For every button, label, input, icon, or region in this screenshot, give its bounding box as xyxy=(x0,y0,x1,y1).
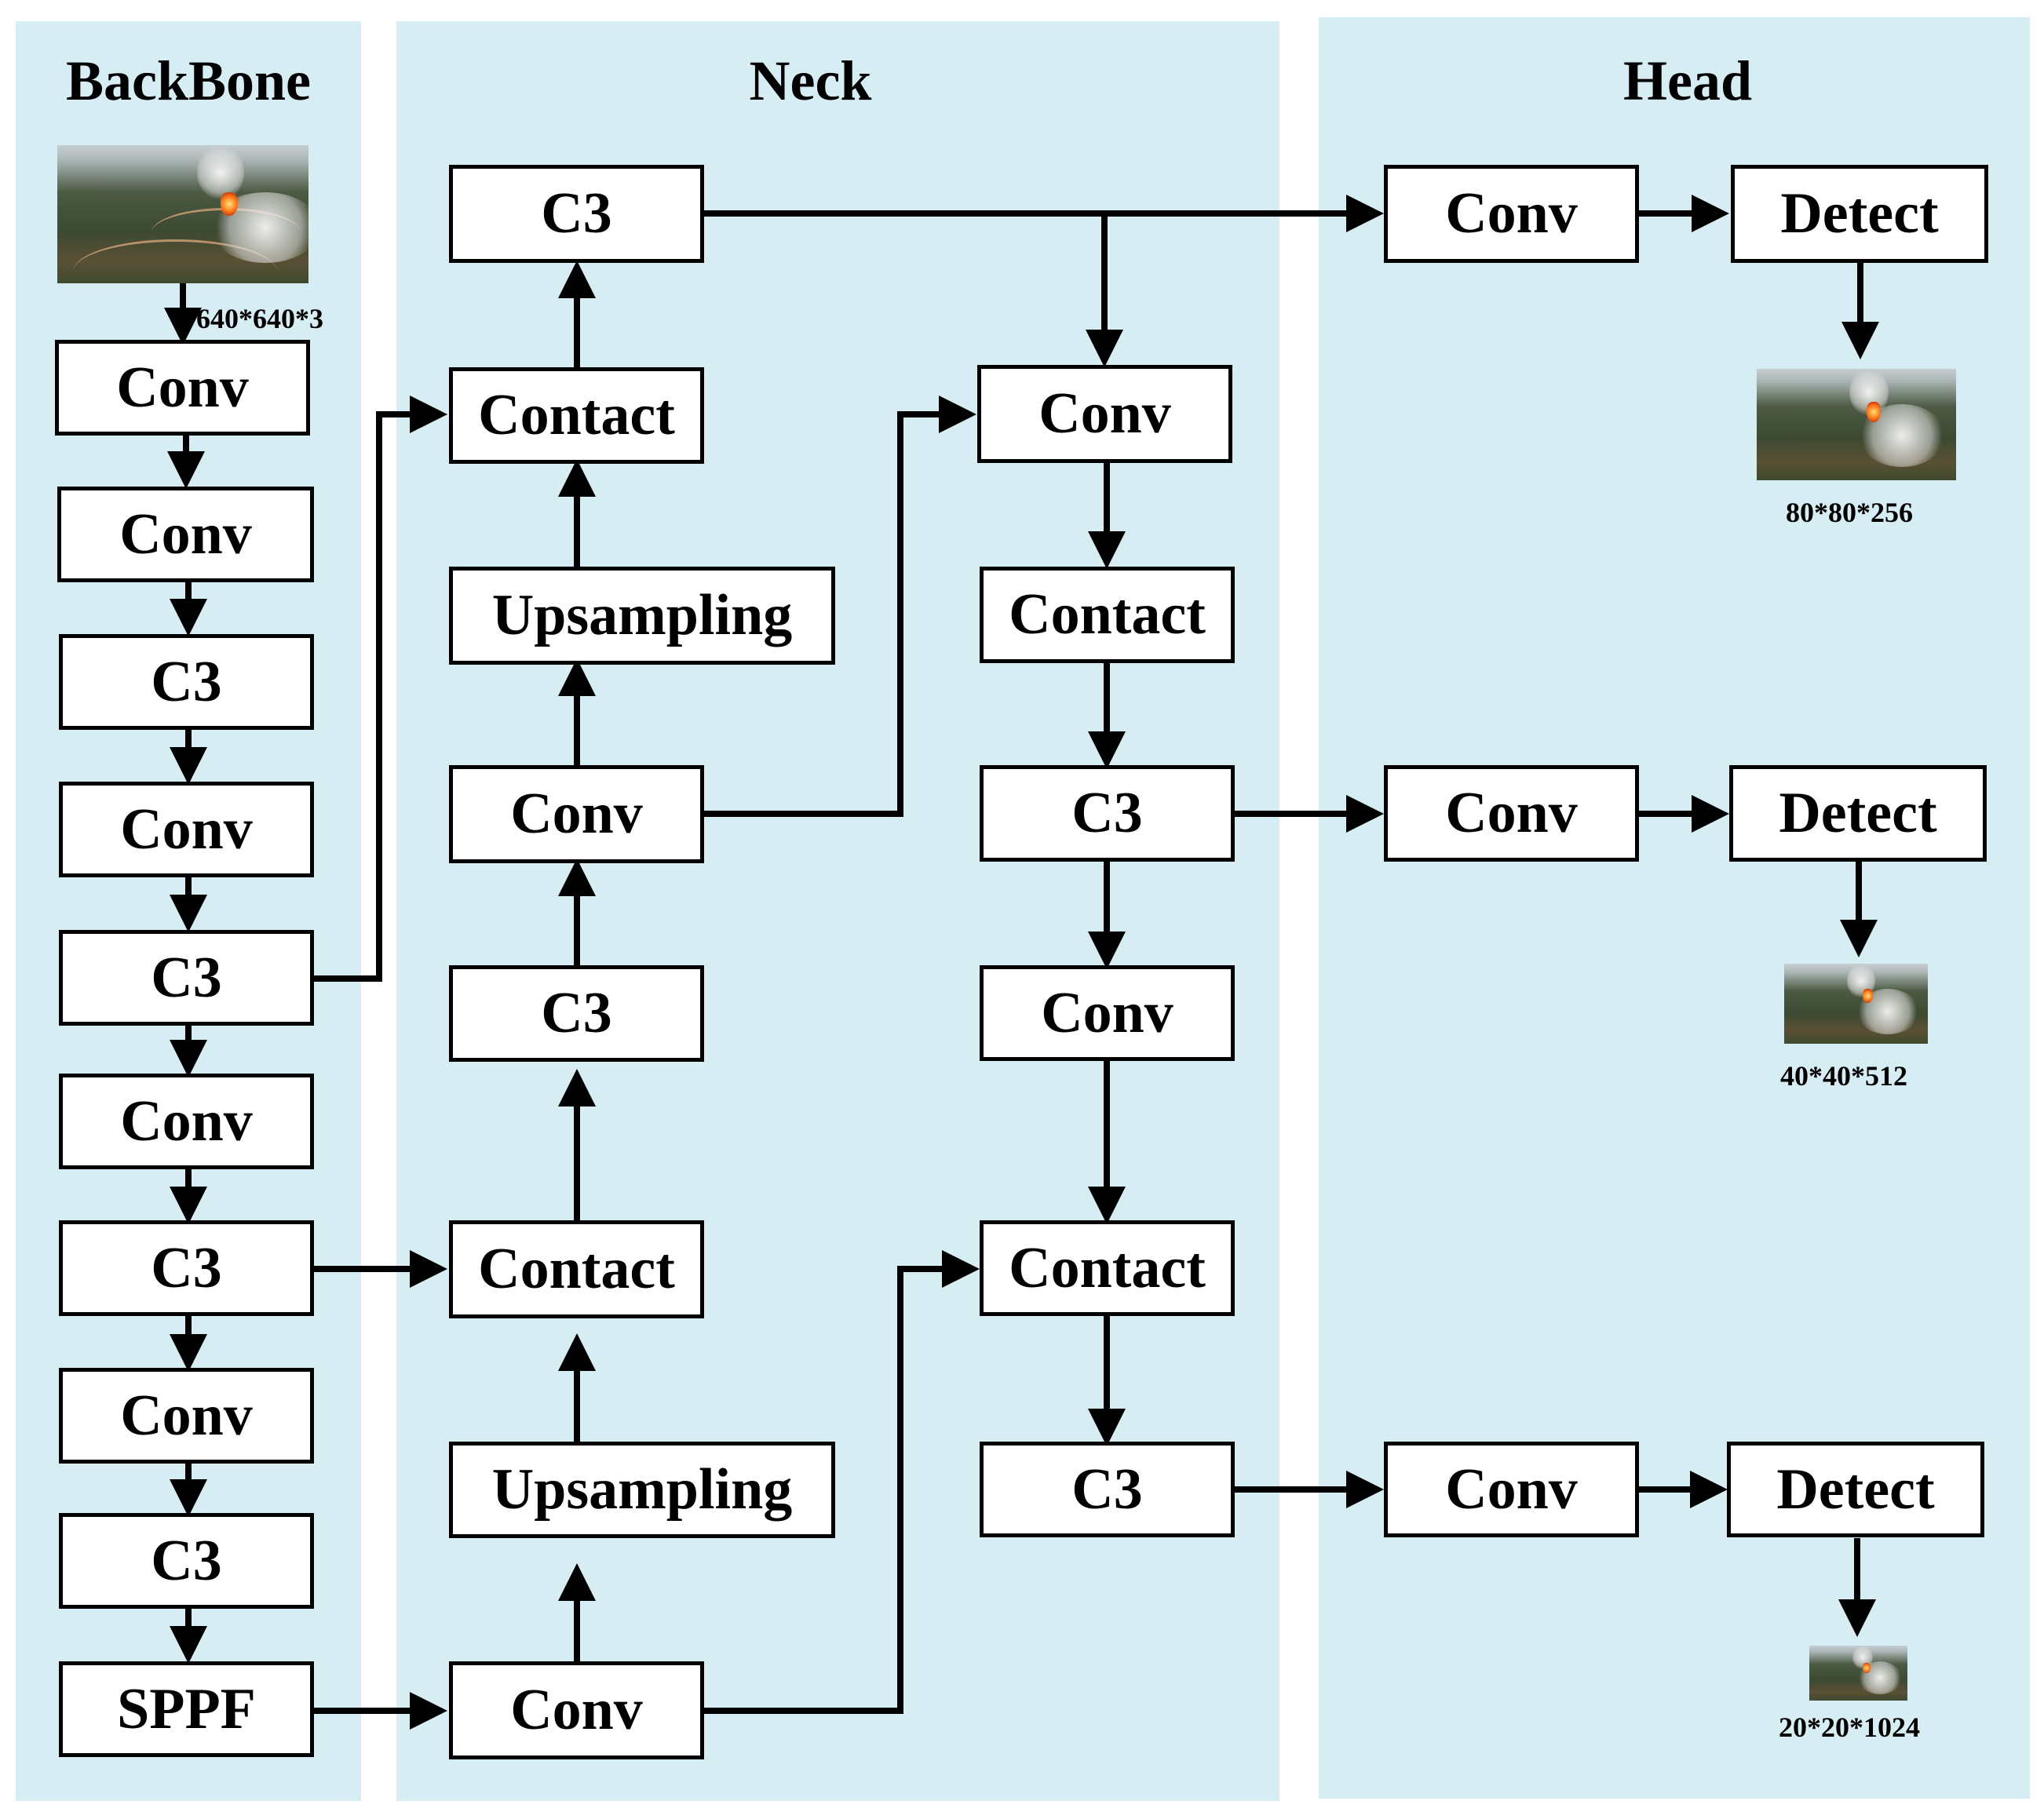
backbone-conv-1: Conv xyxy=(55,340,310,436)
output-size-2: 40*40*512 xyxy=(1780,1060,1907,1092)
neck-right-conv-top: Conv xyxy=(977,365,1232,463)
edge-c3-p3-to-contact-top xyxy=(312,396,447,982)
neck-upsampling-top: Upsampling xyxy=(449,567,835,665)
neck-conv-mid: Conv xyxy=(449,765,704,863)
head-detect-1: Detect xyxy=(1731,165,1988,263)
backbone-c3-2: C3 xyxy=(59,930,314,1026)
neck-right-c3-mid: C3 xyxy=(980,765,1235,862)
neck-right-contact-top: Contact xyxy=(980,567,1235,663)
backbone-sppf: SPPF xyxy=(59,1661,314,1757)
output-image-1 xyxy=(1757,369,1956,480)
neck-title: Neck xyxy=(749,49,872,112)
neck-contact-top: Contact xyxy=(449,367,704,464)
neck-c3-mid: C3 xyxy=(449,965,704,1062)
neck-right-contact-bottom: Contact xyxy=(980,1220,1235,1316)
head-conv-3: Conv xyxy=(1384,1442,1639,1537)
input-size-label: 640*640*3 xyxy=(196,303,323,334)
backbone-title: BackBone xyxy=(65,49,312,112)
head-title: Head xyxy=(1622,49,1752,112)
backbone-conv-3: Conv xyxy=(59,782,314,877)
neck-right-conv-mid: Conv xyxy=(980,965,1235,1061)
output-image-3 xyxy=(1809,1646,1907,1701)
backbone-conv-4: Conv xyxy=(59,1074,314,1169)
neck-conv-bottom: Conv xyxy=(449,1661,704,1759)
head-detect-2: Detect xyxy=(1729,765,1987,862)
backbone-c3-3: C3 xyxy=(59,1220,314,1316)
output-size-3: 20*20*1024 xyxy=(1779,1712,1920,1743)
head-conv-2: Conv xyxy=(1384,765,1639,862)
edge-nl-conv-bottom-to-nr-contact xyxy=(701,1250,980,1714)
head-conv-1: Conv xyxy=(1384,165,1639,263)
output-size-1: 80*80*256 xyxy=(1786,497,1913,528)
backbone-c3-1: C3 xyxy=(59,634,314,730)
neck-c3-top: C3 xyxy=(449,165,704,263)
input-image xyxy=(57,145,308,283)
output-image-2 xyxy=(1784,964,1928,1044)
backbone-conv-2: Conv xyxy=(57,487,314,582)
edge-nl-conv-to-nr-conv xyxy=(701,396,976,817)
backbone-conv-5: Conv xyxy=(59,1368,314,1464)
backbone-c3-4: C3 xyxy=(59,1513,314,1609)
neck-right-c3-bottom: C3 xyxy=(980,1442,1235,1537)
head-detect-3: Detect xyxy=(1727,1442,1984,1537)
neck-upsampling-bottom: Upsampling xyxy=(449,1442,835,1538)
neck-contact-mid: Contact xyxy=(449,1220,704,1318)
